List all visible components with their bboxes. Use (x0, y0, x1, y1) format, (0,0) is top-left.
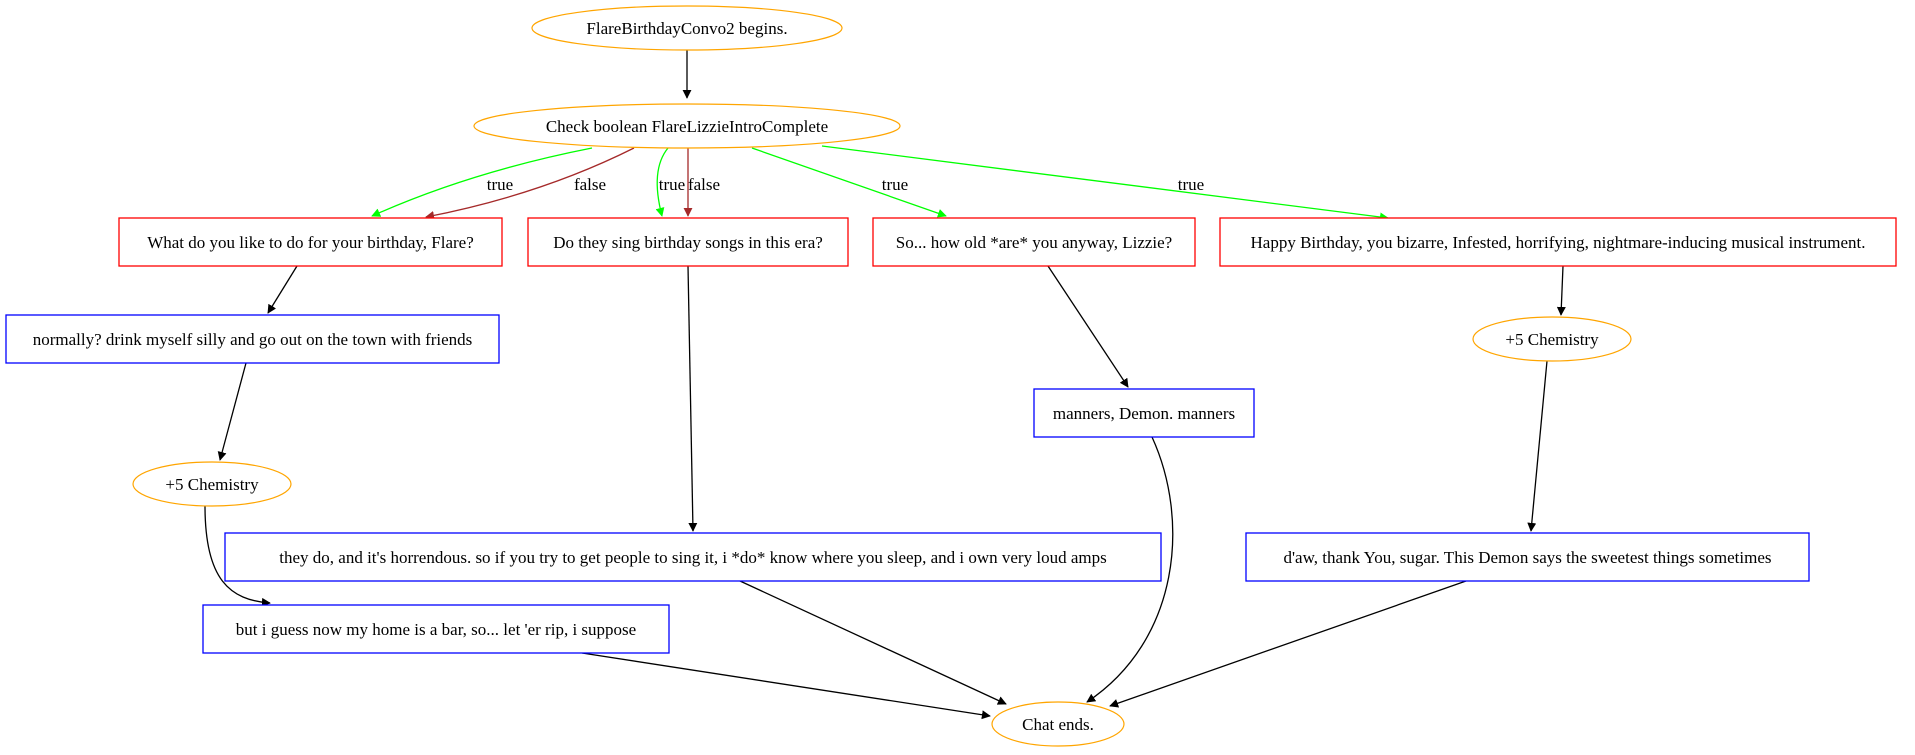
edge-check-to-q_songs-false: false (683, 148, 720, 217)
node-check: Check boolean FlareLizzieIntroComplete (473, 103, 901, 149)
node-ellipse (132, 461, 292, 507)
node-ellipse (531, 5, 843, 51)
edge-line (1109, 580, 1467, 708)
edge-chem_right-to-a_daw (1527, 360, 1548, 532)
edge-a_normally-to-chem_left (217, 362, 247, 461)
node-box (202, 604, 670, 654)
edge-label-false: false (574, 175, 606, 194)
edge-line (1086, 436, 1174, 703)
edge-line (371, 147, 593, 217)
edge-q_age-to-a_manners (1047, 265, 1129, 388)
edge-line (655, 147, 669, 217)
edge-a_daw-to-end (1109, 580, 1467, 708)
node-label: +5 Chemistry (165, 475, 259, 494)
node-ellipse (991, 701, 1125, 747)
edge-label-true: true (882, 175, 908, 194)
node-start: FlareBirthdayConvo2 begins. (531, 5, 843, 51)
node-label: manners, Demon. manners (1053, 404, 1235, 423)
node-q-birthday: What do you like to do for your birthday… (118, 217, 503, 267)
node-a-bar: but i guess now my home is a bar, so... … (202, 604, 670, 654)
node-chem-right: +5 Chemistry (1472, 316, 1632, 362)
node-q-songs: Do they sing birthday songs in this era? (527, 217, 849, 267)
node-label: Chat ends. (1022, 715, 1094, 734)
edge-a_manners-to-end (1086, 436, 1174, 703)
node-box (1245, 532, 1810, 582)
edge-line (751, 147, 947, 218)
edge-line (821, 145, 1389, 222)
edge-chem_left-to-a_bar (204, 505, 271, 607)
edge-check-to-q_birthday-true: true (371, 147, 593, 217)
edge-label-true: true (487, 175, 513, 194)
node-q-happy: Happy Birthday, you bizarre, Infested, h… (1219, 217, 1897, 267)
edge-q_birthday-to-a_normally (267, 265, 298, 314)
node-label: So... how old *are* you anyway, Lizzie? (896, 233, 1172, 252)
edge-line (1047, 265, 1129, 388)
node-label: normally? drink myself silly and go out … (33, 330, 473, 349)
edge-line (267, 265, 298, 314)
edge-line (425, 147, 635, 220)
edge-line (217, 362, 247, 461)
node-ellipse (473, 103, 901, 149)
node-end: Chat ends. (991, 701, 1125, 747)
edge-q_songs-to-a_horrendous (687, 265, 698, 532)
edge-label-true: true (659, 175, 685, 194)
edge-line (1527, 360, 1548, 532)
nodes-layer: FlareBirthdayConvo2 begins. Check boolean… (5, 5, 1897, 747)
edge-check-to-q_age-true: true (751, 147, 947, 218)
node-label: +5 Chemistry (1505, 330, 1599, 349)
edge-line (581, 652, 991, 720)
edge-a_horrendous-to-end (739, 580, 1007, 705)
node-box (224, 532, 1162, 582)
node-a-manners: manners, Demon. manners (1033, 388, 1255, 438)
node-a-horrendous: they do, and it's horrendous. so if you … (224, 532, 1162, 582)
edge-check-to-q_happy-true: true (821, 145, 1389, 222)
node-label: FlareBirthdayConvo2 begins. (586, 19, 787, 38)
edge-label-true: true (1178, 175, 1204, 194)
edge-line (204, 505, 271, 607)
node-label: What do you like to do for your birthday… (147, 233, 474, 252)
node-a-normally: normally? drink myself silly and go out … (5, 314, 500, 364)
edge-check-to-q_birthday-false: false (425, 147, 635, 220)
node-box (1219, 217, 1897, 267)
node-ellipse (1472, 316, 1632, 362)
edge-a_bar-to-end (581, 652, 991, 720)
node-box (5, 314, 500, 364)
node-box (527, 217, 849, 267)
node-label: Do they sing birthday songs in this era? (553, 233, 823, 252)
edge-label-false: false (688, 175, 720, 194)
node-label: they do, and it's horrendous. so if you … (279, 548, 1106, 567)
node-q-age: So... how old *are* you anyway, Lizzie? (872, 217, 1196, 267)
node-box (872, 217, 1196, 267)
edge-q_happy-to-chem_right (1556, 265, 1566, 316)
node-a-daw: d'aw, thank You, sugar. This Demon says … (1245, 532, 1810, 582)
edge-line (1556, 265, 1566, 316)
node-label: d'aw, thank You, sugar. This Demon says … (1283, 548, 1771, 567)
node-box (1033, 388, 1255, 438)
node-chem-left: +5 Chemistry (132, 461, 292, 507)
edge-check-to-q_songs-true: true (655, 147, 685, 217)
node-label: but i guess now my home is a bar, so... … (236, 620, 636, 639)
edge-line (739, 580, 1007, 705)
node-label: Happy Birthday, you bizarre, Infested, h… (1251, 233, 1866, 252)
node-label: Check boolean FlareLizzieIntroComplete (546, 117, 828, 136)
edge-line (687, 265, 698, 532)
node-box (118, 217, 503, 267)
